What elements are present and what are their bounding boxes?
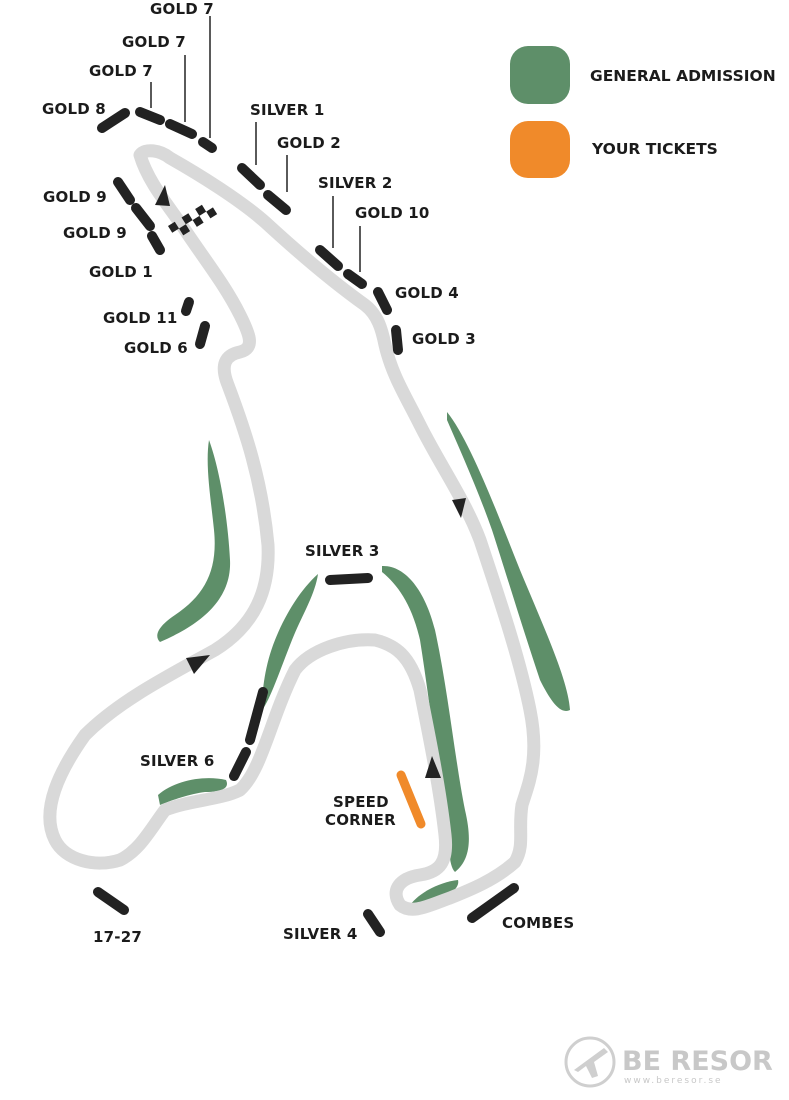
label-silver6: SILVER 6 (140, 752, 215, 770)
label-silver2: SILVER 2 (318, 174, 393, 192)
ga-area-silver3-right (382, 565, 469, 872)
grandstand-gold7-a (198, 137, 217, 153)
grandstand-gold3 (391, 325, 403, 355)
grandstand-gold8 (97, 108, 130, 133)
grandstand-silver2 (315, 245, 343, 271)
direction-arrow-down-icon (452, 498, 466, 518)
watermark: BE RESOR www.beresor.se (564, 1036, 773, 1088)
label-gold4: GOLD 4 (395, 284, 459, 302)
grandstand-gold9-b (131, 203, 155, 231)
legend-label-your-tickets: YOUR TICKETS (591, 140, 718, 158)
label-leader-lines (150, 16, 361, 272)
ga-area-kemmel-right (447, 412, 570, 711)
grandstand-labels: GOLD 7 GOLD 7 GOLD 7 GOLD 8 SILVER 1 GOL… (42, 0, 574, 946)
legend-label-general-admission: GENERAL ADMISSION (590, 67, 776, 85)
grandstand-combes (467, 883, 519, 923)
label-gold7-b: GOLD 7 (122, 33, 186, 51)
label-speed-corner-line1: SPEED (333, 793, 389, 811)
legend: GENERAL ADMISSION YOUR TICKETS (510, 46, 776, 178)
label-gold2: GOLD 2 (277, 134, 341, 152)
race-track (43, 144, 541, 916)
label-silver1: SILVER 1 (250, 101, 325, 119)
label-gold9-a: GOLD 9 (43, 188, 107, 206)
label-17-27: 17-27 (93, 928, 142, 946)
grandstand-silver4 (363, 909, 385, 937)
label-gold7-c: GOLD 7 (89, 62, 153, 80)
direction-arrow-up-icon (425, 756, 441, 778)
direction-arrow-right-icon (186, 655, 210, 674)
grandstand-gold6 (195, 321, 210, 349)
legend-swatch-general-admission (510, 46, 570, 104)
grandstand-silver3 (325, 573, 373, 585)
ga-area-silver6 (158, 778, 228, 805)
grandstand-gold10 (343, 269, 367, 289)
grandstand-gold11 (181, 297, 194, 316)
label-gold1: GOLD 1 (89, 263, 153, 281)
direction-arrow-up-icon (155, 185, 170, 206)
label-gold10: GOLD 10 (355, 204, 430, 222)
grandstands (93, 107, 519, 937)
grandstand-gold2 (263, 190, 291, 215)
label-silver4: SILVER 4 (283, 925, 358, 943)
legend-swatch-your-tickets (510, 121, 570, 178)
label-silver3: SILVER 3 (305, 542, 380, 560)
grandstand-gold7-c (135, 107, 165, 125)
label-speed-corner-line2: CORNER (325, 811, 396, 829)
grandstand-speed-corner (396, 770, 426, 829)
grandstand-gold4 (373, 287, 392, 315)
label-gold8: GOLD 8 (42, 100, 106, 118)
general-admission-areas (157, 412, 570, 907)
label-combes: COMBES (502, 914, 574, 932)
label-gold7-a: GOLD 7 (150, 0, 214, 18)
start-finish-checkered-icon (168, 204, 218, 236)
ga-area-raidillon-left (157, 440, 231, 642)
grandstand-gold1 (147, 231, 165, 255)
label-gold3: GOLD 3 (412, 330, 476, 348)
grandstand-silver6-b (229, 747, 251, 781)
label-gold11: GOLD 11 (103, 309, 178, 327)
beresor-logo-icon (564, 1036, 616, 1088)
grandstand-silver6-a (245, 687, 268, 745)
label-gold6: GOLD 6 (124, 339, 188, 357)
label-gold9-b: GOLD 9 (63, 224, 127, 242)
grandstand-silver1 (237, 163, 265, 190)
ga-area-silver3-left (262, 574, 318, 710)
grandstand-17-27 (93, 887, 129, 915)
grandstand-gold7-b (165, 119, 197, 139)
watermark-url: www.beresor.se (624, 1076, 723, 1086)
grandstand-gold9-a (113, 177, 135, 205)
direction-arrows (155, 185, 466, 778)
ga-area-bottom-hairpin (410, 880, 459, 907)
watermark-brand: BE RESOR (622, 1046, 773, 1077)
